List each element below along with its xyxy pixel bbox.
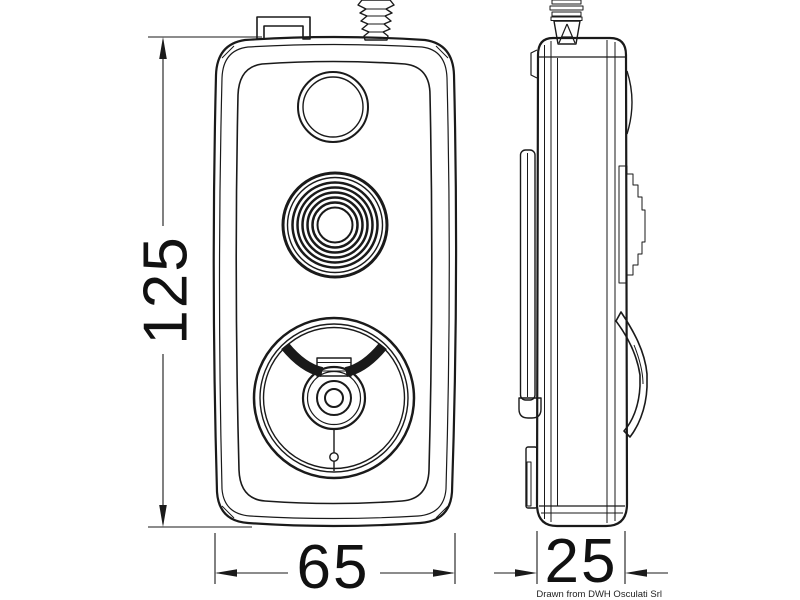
- front-body-inner-outline: [218, 43, 450, 520]
- dimension-depth-label: 25: [545, 527, 618, 596]
- side-knob-lever: [615, 311, 648, 438]
- front-buzzer-rings: [281, 171, 389, 279]
- front-hose-barb-icon: [357, 0, 395, 41]
- credit-text: Drawn from DWH Osculati Srl: [536, 589, 662, 600]
- front-top-clip: [256, 16, 311, 40]
- side-mounting-bracket: [518, 149, 542, 509]
- side-contour-lines: [530, 40, 633, 523]
- side-buzzer-dome: [618, 165, 646, 284]
- front-corner-chamfers: [221, 45, 449, 519]
- front-face-panel: [235, 60, 433, 505]
- side-body-outline: [535, 36, 629, 528]
- dimension-depth: 25: [494, 527, 668, 596]
- side-view: [518, 0, 648, 528]
- dimension-height: 125: [132, 36, 262, 528]
- front-body-outline: [212, 35, 458, 528]
- knob-pointer: [329, 429, 339, 471]
- front-top-circle: [297, 71, 369, 143]
- dimension-width-label: 65: [297, 533, 370, 600]
- front-view: [212, 0, 458, 528]
- side-hose-barb-icon: [549, 0, 584, 45]
- front-knob-assembly: [252, 316, 416, 480]
- dimension-width: 65: [214, 533, 456, 600]
- dimension-height-label: 125: [132, 235, 201, 344]
